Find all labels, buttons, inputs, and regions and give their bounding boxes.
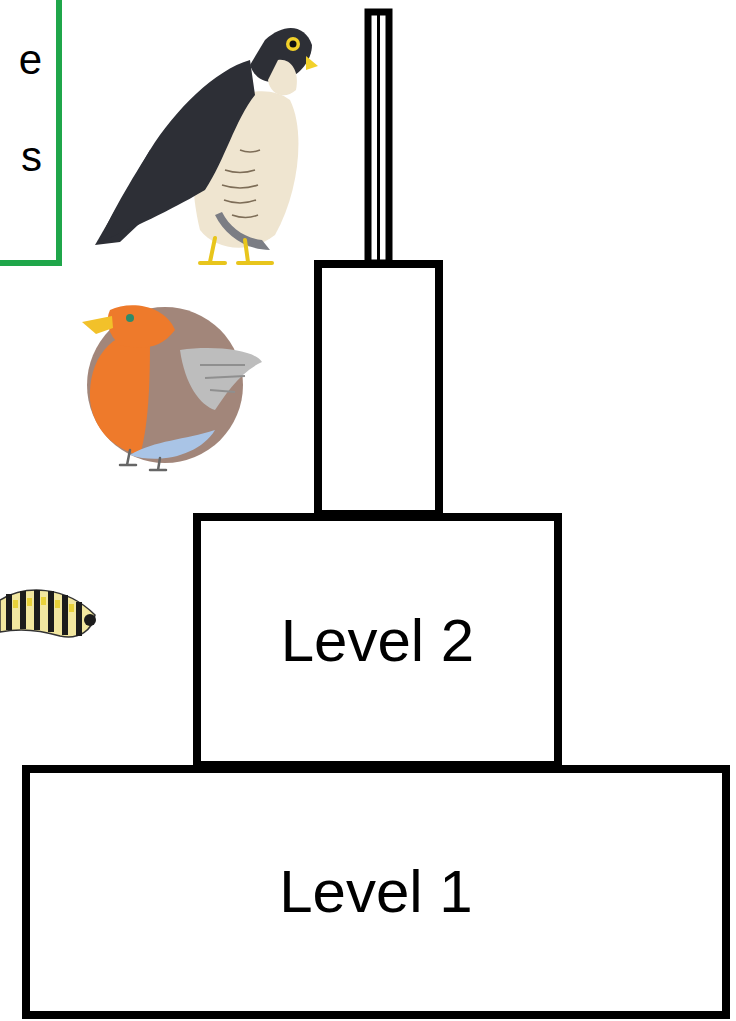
third-tier xyxy=(318,264,439,514)
caterpillar-illustration xyxy=(0,590,96,637)
top-tier-inner-line xyxy=(377,14,380,261)
level-label: e s xyxy=(0,12,42,205)
falcon-illustration xyxy=(95,28,318,263)
level-label: Level 2 xyxy=(281,605,474,677)
level-box: Level 1 xyxy=(22,765,730,1019)
trophic-level-label-box: e s xyxy=(0,0,62,266)
robin-illustration xyxy=(82,305,262,470)
level-box: Level 2 xyxy=(193,513,562,769)
top-tier xyxy=(368,12,389,263)
level-label: Level 1 xyxy=(279,856,472,928)
